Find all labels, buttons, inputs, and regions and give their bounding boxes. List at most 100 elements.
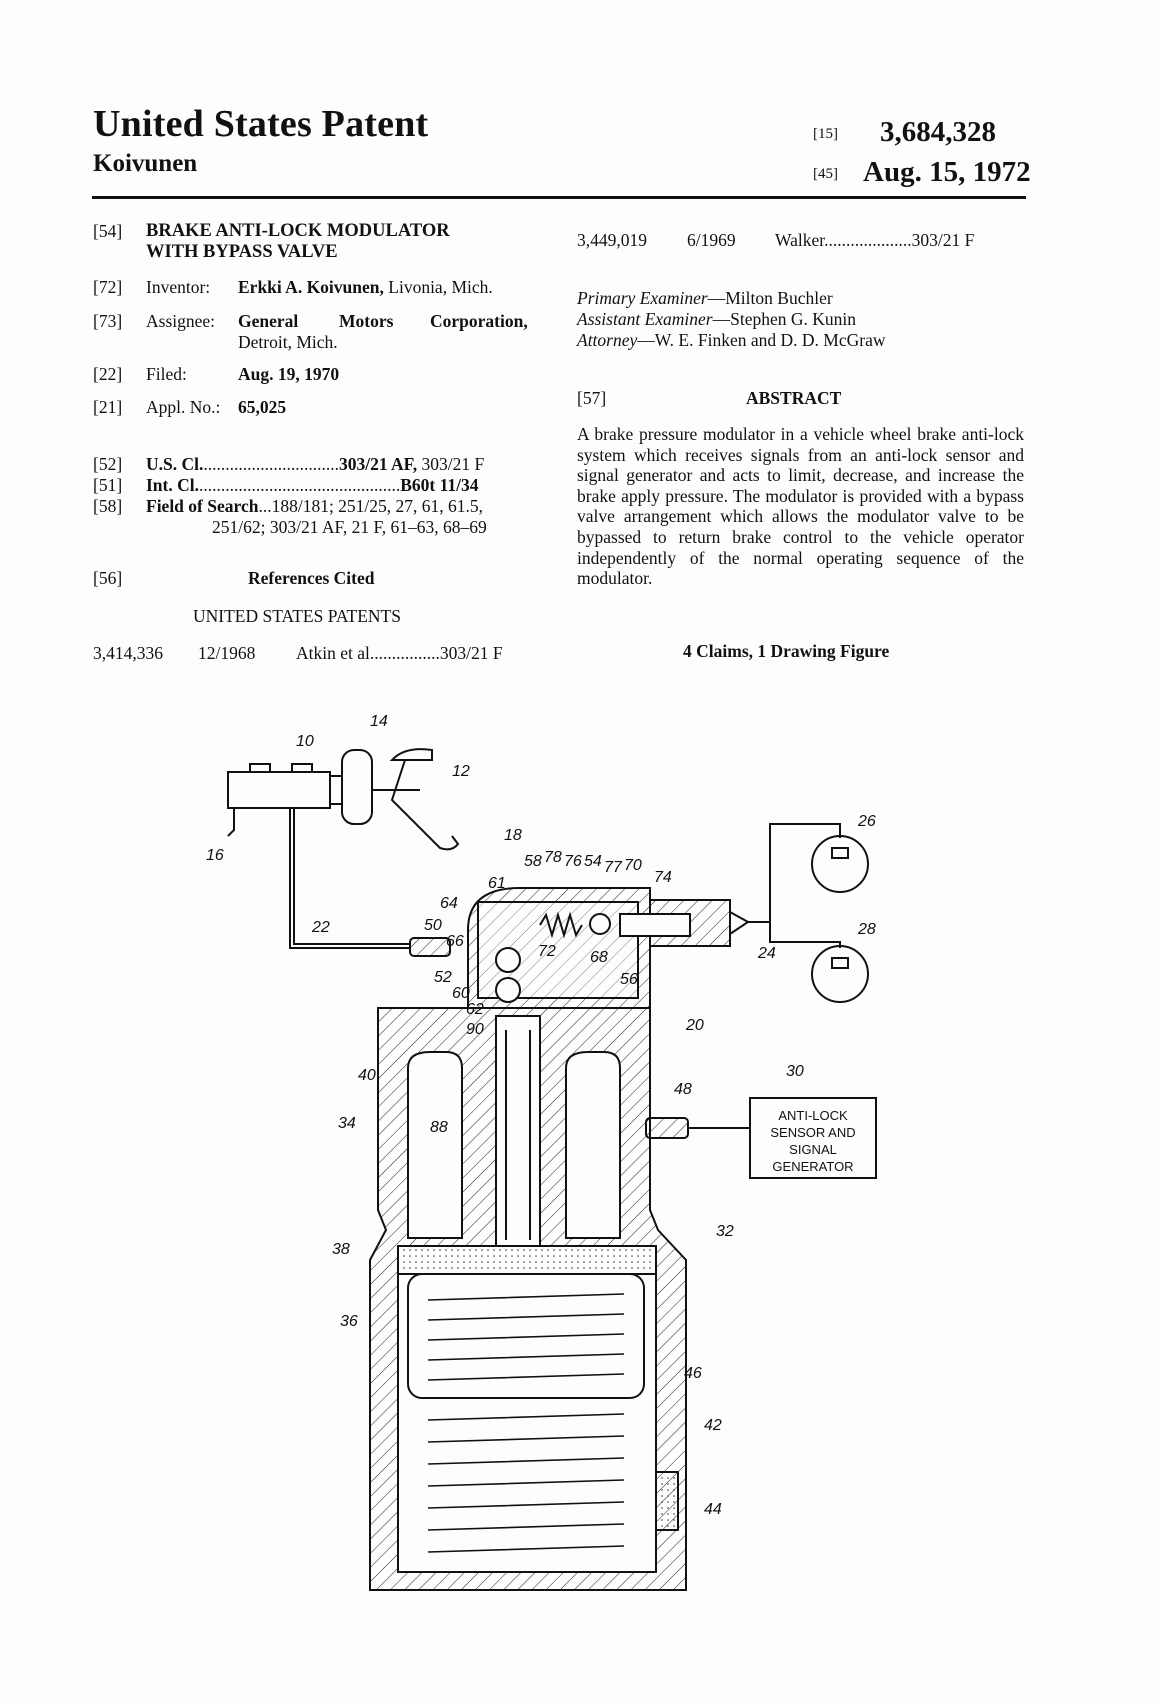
assignee-label: Assignee: bbox=[146, 311, 215, 332]
ref-56: 56 bbox=[620, 971, 638, 988]
box-label-line3: SIGNAL bbox=[789, 1142, 837, 1157]
field-of-search-value1: ...188/181; 251/25, 27, 61, 61.5, bbox=[258, 496, 483, 516]
ref-42: 42 bbox=[704, 1417, 722, 1434]
ref-22: 22 bbox=[311, 919, 330, 936]
ref-46: 46 bbox=[684, 1365, 702, 1382]
ref-16: 16 bbox=[206, 847, 224, 864]
ref-34: 34 bbox=[338, 1115, 356, 1132]
ref-48: 48 bbox=[674, 1081, 692, 1098]
ref-36: 36 bbox=[340, 1313, 358, 1330]
ref-78: 78 bbox=[544, 849, 562, 866]
ref-18: 18 bbox=[504, 827, 522, 844]
date-code: [45] bbox=[813, 166, 838, 183]
appl-no-value: 65,025 bbox=[238, 397, 286, 418]
invention-title-line1: BRAKE ANTI-LOCK MODULATOR bbox=[146, 221, 450, 242]
ref-14: 14 bbox=[370, 713, 388, 730]
ref-64: 64 bbox=[440, 895, 458, 912]
primary-examiner-value: —Milton Buchler bbox=[708, 288, 833, 308]
inventor-surname: Koivunen bbox=[93, 150, 197, 178]
reference-2-line: Walker....................303/21 F bbox=[775, 230, 974, 251]
fitting-52 bbox=[410, 938, 450, 956]
ref-61: 61 bbox=[488, 875, 506, 892]
us-class-dots: ............................... bbox=[203, 454, 339, 474]
claims-count: 4 Claims, 1 Drawing Figure bbox=[683, 641, 889, 662]
ref-58: 58 bbox=[524, 853, 542, 870]
ref-66: 66 bbox=[446, 933, 464, 950]
ref-68: 68 bbox=[590, 949, 608, 966]
invention-title-line2: WITH BYPASS VALVE bbox=[146, 242, 338, 263]
brake-pedal bbox=[392, 749, 458, 849]
field-of-search-label: Field of Search bbox=[146, 496, 258, 516]
field-of-search-line1: Field of Search...188/181; 251/25, 27, 6… bbox=[146, 496, 483, 517]
reference-1-line: Atkin et al................303/21 F bbox=[296, 643, 503, 664]
primary-examiner-label: Primary Examiner bbox=[577, 288, 708, 308]
field-57-code: [57] bbox=[577, 388, 606, 409]
ref-40: 40 bbox=[358, 1067, 376, 1084]
reference-1-date: 12/1968 bbox=[198, 643, 255, 664]
ref-20: 20 bbox=[685, 1017, 704, 1034]
ref-77: 77 bbox=[604, 859, 623, 876]
reference-2-class: 303/21 F bbox=[912, 230, 975, 250]
ref-32: 32 bbox=[716, 1223, 734, 1240]
ref-30: 30 bbox=[786, 1063, 804, 1080]
brake-line-22 bbox=[290, 808, 410, 948]
int-class-value: B60t 11/34 bbox=[400, 475, 478, 495]
header-rule bbox=[92, 196, 1026, 199]
attorney-label: Attorney bbox=[577, 330, 637, 350]
box-label-line4: GENERATOR bbox=[772, 1159, 853, 1174]
ref-76: 76 bbox=[564, 853, 582, 870]
appl-no-label: Appl. No.: bbox=[146, 397, 220, 418]
ref-52: 52 bbox=[434, 969, 452, 986]
filed-label: Filed: bbox=[146, 364, 187, 385]
ref-72: 72 bbox=[538, 943, 556, 960]
wheel-brake-28 bbox=[812, 946, 868, 1002]
assignee-word-2: Motors bbox=[339, 311, 393, 332]
reference-2-name: Walker bbox=[775, 230, 824, 250]
field-22-code: [22] bbox=[93, 364, 122, 385]
patent-drawing: ANTI-LOCK SENSOR AND SIGNAL GENERATOR 10… bbox=[0, 680, 1161, 1700]
int-class-label: Int. Cl. bbox=[146, 475, 199, 495]
ref-10: 10 bbox=[296, 733, 314, 750]
field-54-code: [54] bbox=[93, 221, 122, 242]
box-label-line2: SENSOR AND bbox=[770, 1125, 855, 1140]
field-52-code: [52] bbox=[93, 454, 122, 475]
patent-number-code: [15] bbox=[813, 126, 838, 143]
attorney-value: —W. E. Finken and D. D. McGraw bbox=[637, 330, 885, 350]
abstract-heading: ABSTRACT bbox=[746, 388, 841, 409]
ref-12: 12 bbox=[452, 763, 470, 780]
references-cited-heading: References Cited bbox=[248, 568, 375, 589]
us-class-label: U.S. Cl. bbox=[146, 454, 203, 474]
ref-50: 50 bbox=[424, 917, 442, 934]
valve-rod-88 bbox=[496, 1016, 540, 1246]
reference-2-number: 3,449,019 bbox=[577, 230, 647, 251]
primary-examiner: Primary Examiner—Milton Buchler bbox=[577, 288, 833, 309]
ref-44: 44 bbox=[704, 1501, 722, 1518]
field-51-code: [51] bbox=[93, 475, 122, 496]
ref-28: 28 bbox=[857, 921, 876, 938]
attorney: Attorney—W. E. Finken and D. D. McGraw bbox=[577, 330, 885, 351]
reference-1-class: 303/21 F bbox=[440, 643, 503, 663]
wheel-brake-26 bbox=[812, 836, 868, 892]
ref-26: 26 bbox=[857, 813, 876, 830]
inventor-value: Erkki A. Koivunen, Livonia, Mich. bbox=[238, 277, 493, 298]
ref-54: 54 bbox=[584, 853, 602, 870]
ref-62: 62 bbox=[466, 1001, 484, 1018]
assistant-examiner-value: —Stephen G. Kunin bbox=[713, 309, 856, 329]
field-21-code: [21] bbox=[93, 397, 122, 418]
us-class-value: 303/21 F bbox=[422, 454, 485, 474]
brake-booster bbox=[342, 750, 420, 824]
port-48 bbox=[646, 1118, 688, 1138]
filed-value: Aug. 19, 1970 bbox=[238, 364, 339, 385]
reference-1-name: Atkin et al bbox=[296, 643, 370, 663]
reference-2-dots: .................... bbox=[824, 230, 912, 250]
reference-1-number: 3,414,336 bbox=[93, 643, 163, 664]
assignee-word-3: Corporation, bbox=[430, 311, 528, 332]
assistant-examiner: Assistant Examiner—Stephen G. Kunin bbox=[577, 309, 856, 330]
reference-2-date: 6/1969 bbox=[687, 230, 736, 251]
patent-title: United States Patent bbox=[93, 102, 428, 146]
reference-1-dots: ................ bbox=[370, 643, 440, 663]
field-58-code: [58] bbox=[93, 496, 122, 517]
us-class-value-bold: 303/21 AF, bbox=[339, 454, 417, 474]
diaphragm-38 bbox=[398, 1246, 656, 1274]
us-class-line: U.S. Cl................................3… bbox=[146, 454, 484, 475]
